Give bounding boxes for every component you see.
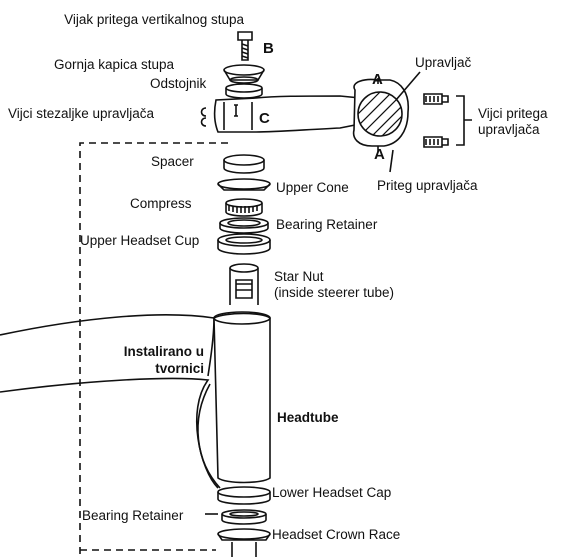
lower-curve	[197, 383, 221, 489]
stem-spacer	[225, 83, 263, 99]
handlebar-bolt-bottom	[423, 136, 449, 148]
marker-a-bottom: A	[374, 146, 385, 163]
label-spacer: Spacer	[151, 154, 194, 169]
label-star-nut-note: (inside steerer tube)	[274, 285, 395, 300]
label-upper-cone: Upper Cone	[276, 180, 349, 195]
top-cap	[223, 64, 265, 84]
lower-headset	[217, 486, 271, 557]
stem	[200, 78, 410, 152]
stem-bolt	[237, 31, 253, 61]
label-star-nut: Star Nut	[274, 269, 324, 284]
label-bearing-retainer-top: Bearing Retainer	[276, 217, 378, 232]
label-lower-cap: Lower Headset Cap	[272, 485, 392, 500]
marker-c: C	[259, 110, 270, 127]
label-bearing-retainer-bottom: Bearing Retainer	[82, 508, 184, 523]
headset-stack	[217, 154, 271, 255]
headtube	[213, 311, 271, 484]
label-factory-line1: Instalirano u	[123, 344, 204, 359]
top-tube	[0, 314, 215, 336]
down-tube	[0, 377, 219, 489]
label-crown-race: Headset Crown Race	[272, 527, 401, 542]
handlebar-leader	[395, 71, 421, 101]
label-handlebar-bolts: Vijci pritega upravljača	[478, 106, 548, 137]
steerer-tube	[229, 263, 259, 305]
label-spacer-hr: Odstojnik	[150, 76, 207, 91]
label-top-bolt: Vijak pritega vertikalnog stupa	[64, 12, 244, 27]
label-handlebar-clamp: Priteg upravljača	[377, 178, 478, 193]
frame-joint	[207, 317, 215, 377]
bolts-bracket	[456, 95, 472, 146]
dashed-outline	[79, 142, 232, 554]
label-upper-cup: Upper Headset Cup	[80, 233, 200, 248]
label-clamp-bolts: Vijci stezaljke upravljača	[8, 106, 155, 121]
label-top-cap: Gornja kapica stupa	[54, 57, 175, 72]
label-factory-line2: tvornici	[155, 361, 204, 376]
label-handlebar: Upravljač	[415, 55, 472, 70]
clamp-leader	[389, 149, 394, 173]
handlebar-bolt-top	[423, 93, 449, 105]
marker-b: B	[263, 40, 274, 57]
label-headtube: Headtube	[277, 410, 339, 425]
marker-a-top: A	[372, 71, 383, 88]
label-compress: Compress	[130, 196, 192, 211]
